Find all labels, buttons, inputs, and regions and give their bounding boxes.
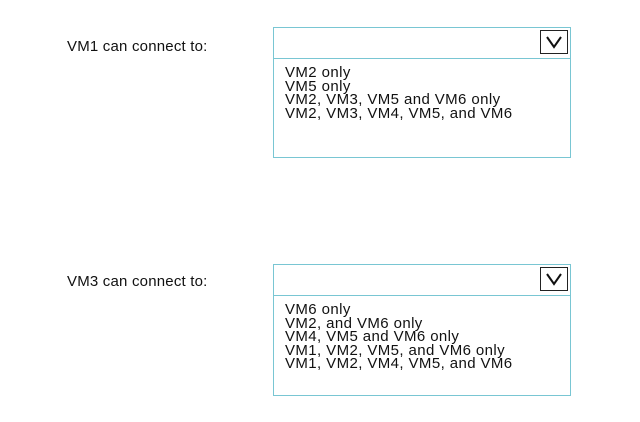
option-vm1-2[interactable]: VM5 only xyxy=(285,77,351,95)
question-label-vm3: VM3 can connect to: xyxy=(67,273,208,290)
dropdown-toggle-vm3[interactable] xyxy=(540,267,568,291)
option-vm3-4[interactable]: VM1, VM2, VM5, and VM6 only xyxy=(285,341,506,359)
dropdown-vm1[interactable]: VM2 only VM5 only VM2, VM3, VM5 and VM6 … xyxy=(273,27,571,158)
option-vm1-1[interactable]: VM2 only xyxy=(285,64,351,81)
option-vm3-3[interactable]: VM4, VM5 and VM6 only xyxy=(285,328,460,345)
chevron-down-icon xyxy=(546,36,562,49)
option-vm3-2[interactable]: VM2, and VM6 only xyxy=(285,314,423,332)
option-vm1-4[interactable]: VM2, VM3, VM4, VM5, and VM6 xyxy=(285,104,513,122)
dropdown-header-vm3[interactable] xyxy=(274,265,570,296)
option-vm1-3[interactable]: VM2, VM3, VM5 and VM6 only xyxy=(285,91,501,108)
option-vm3-5[interactable]: VM1, VM2, VM4, VM5, and VM6 xyxy=(285,355,513,372)
chevron-down-icon xyxy=(546,273,562,286)
dropdown-vm3[interactable]: VM6 only VM2, and VM6 only VM4, VM5 and … xyxy=(273,264,571,396)
option-vm3-1[interactable]: VM6 only xyxy=(285,301,351,318)
dropdown-options-vm1: VM2 only VM5 only VM2, VM3, VM5 and VM6 … xyxy=(274,59,570,130)
dropdown-toggle-vm1[interactable] xyxy=(540,30,568,54)
dropdown-options-vm3: VM6 only VM2, and VM6 only VM4, VM5 and … xyxy=(274,296,570,381)
dropdown-header-vm1[interactable] xyxy=(274,28,570,59)
question-label-vm1: VM1 can connect to: xyxy=(67,38,208,55)
